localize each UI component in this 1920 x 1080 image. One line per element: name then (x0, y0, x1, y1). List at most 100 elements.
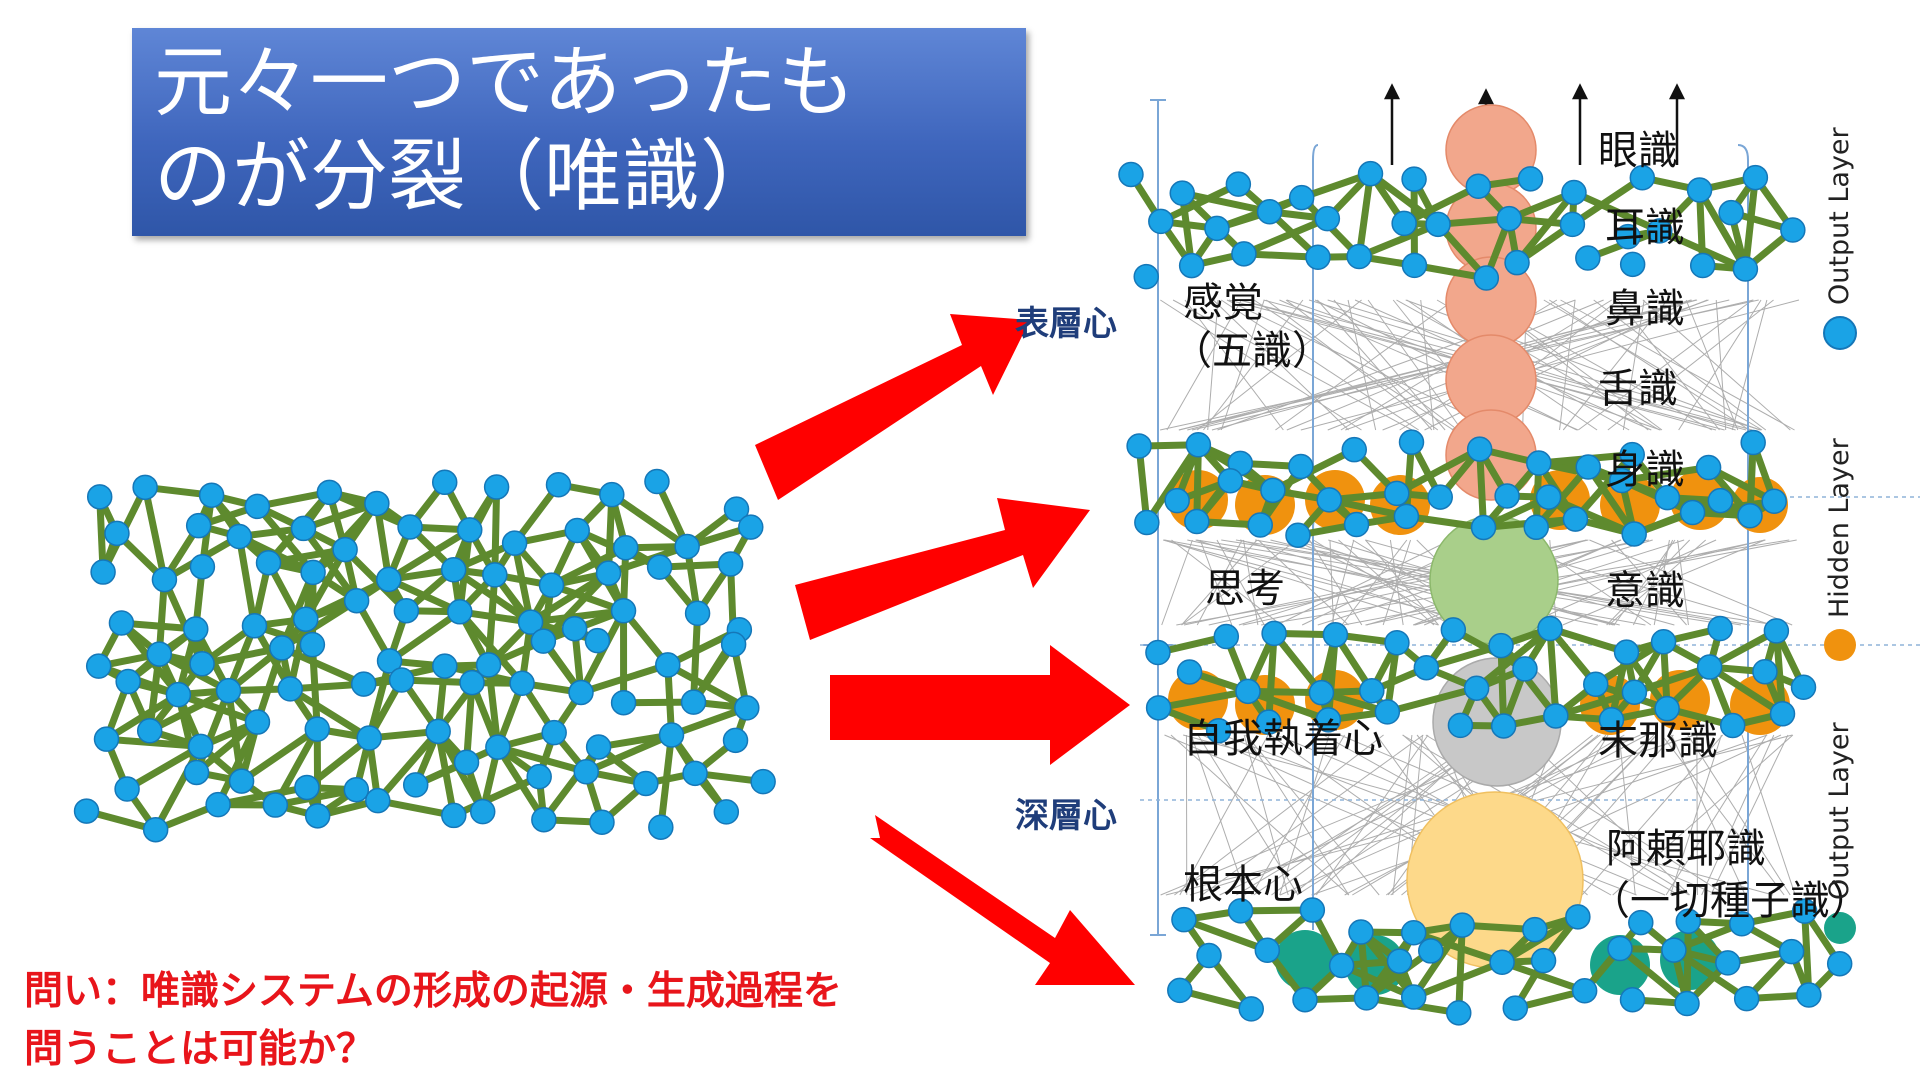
network-node (1328, 952, 1355, 979)
network-node (151, 566, 178, 593)
network-node (132, 474, 158, 501)
network-node (304, 716, 331, 742)
network-node (1719, 712, 1746, 739)
network-node (1348, 919, 1374, 945)
network-node (1145, 639, 1171, 666)
network-node (1314, 205, 1341, 232)
network-node (538, 572, 565, 598)
network-node (262, 792, 289, 818)
network-node (738, 514, 764, 540)
network-node (1315, 707, 1342, 733)
network-node (1384, 480, 1410, 507)
network-node (425, 718, 451, 745)
network-node (1517, 166, 1544, 192)
network-nodes (1126, 429, 1787, 548)
network-node (530, 628, 557, 654)
network-node (1413, 654, 1440, 681)
network-node (501, 530, 528, 556)
network-node (165, 681, 192, 708)
network-node (115, 668, 141, 695)
tongue-consciousness-label: 舌識 (1598, 366, 1678, 412)
network-node (589, 809, 615, 835)
network-node (1488, 632, 1514, 659)
network-node (459, 669, 485, 696)
network-node (682, 760, 708, 787)
network-node (456, 517, 483, 543)
network-node (1650, 629, 1677, 655)
network-node (73, 798, 100, 824)
network-node (1357, 160, 1384, 187)
network-node (1562, 506, 1589, 532)
network-node (244, 709, 271, 735)
network-node (750, 768, 776, 795)
network-node (187, 733, 214, 760)
network-node (475, 652, 502, 678)
thinking-label: 思考 (1205, 566, 1285, 612)
network-node (114, 776, 140, 802)
network-node (376, 566, 402, 593)
network-node (365, 787, 391, 814)
title-box: 元々一つであったも のが分裂（唯識） (132, 28, 1026, 236)
network-node (1707, 487, 1734, 514)
network-node (1530, 947, 1557, 974)
network-node (1225, 171, 1252, 197)
network-node (1185, 431, 1212, 458)
network-node (1308, 679, 1335, 706)
network-node (1205, 717, 1232, 744)
network-node (304, 803, 331, 829)
network-node (1255, 709, 1282, 735)
output-layer-top-label: Output Layer (1824, 127, 1855, 305)
network-node (1619, 251, 1646, 278)
eye-consciousness-label: 眼識 (1598, 128, 1678, 174)
network-node (1353, 985, 1380, 1011)
network-node (1134, 509, 1160, 536)
network-band-deep (1145, 615, 1817, 744)
arrow-to-self (830, 645, 1130, 765)
network-node (104, 520, 130, 547)
title-line-2: のが分裂（唯識） (154, 132, 779, 222)
network-node (722, 727, 749, 754)
network-node (545, 471, 572, 498)
network-node (1465, 173, 1492, 199)
network-node (526, 763, 552, 790)
network-node (734, 695, 760, 721)
network-node (1341, 436, 1368, 463)
seed-consciousness-label: （一切種子識） (1590, 878, 1870, 924)
network-node (1316, 487, 1342, 513)
output-layer-bottom-label: Output Layer (1824, 722, 1855, 900)
network-node (564, 517, 590, 544)
network-node (1299, 897, 1326, 923)
network-node (1145, 695, 1172, 721)
network-node (343, 776, 370, 803)
network-node (432, 653, 458, 679)
network-node (364, 490, 390, 517)
network-nodes (73, 468, 776, 843)
network-node (1384, 630, 1410, 656)
network-node (674, 533, 700, 560)
network-node (1401, 166, 1427, 192)
network-node (205, 791, 231, 818)
network-node (183, 759, 210, 786)
network-node (713, 799, 740, 825)
network-node (1619, 441, 1645, 468)
network-node (1629, 164, 1656, 191)
network-node (1184, 508, 1210, 535)
network-node (290, 515, 317, 542)
network-node (1235, 678, 1261, 705)
network-node (1445, 1000, 1472, 1026)
nose-consciousness-label: 鼻識 (1605, 286, 1685, 332)
network-node (393, 597, 420, 624)
network-node (1778, 938, 1805, 965)
title-line-1: 元々一つであったも (154, 38, 856, 128)
network-node (1256, 198, 1283, 225)
network-node (1512, 656, 1538, 682)
network-node (1598, 706, 1625, 733)
network-node (1204, 215, 1230, 242)
network-node (1675, 908, 1702, 935)
network-node (1386, 948, 1413, 974)
network-node (483, 474, 510, 500)
network-node (93, 726, 120, 752)
network-node (723, 496, 750, 522)
network-node (1126, 433, 1152, 459)
